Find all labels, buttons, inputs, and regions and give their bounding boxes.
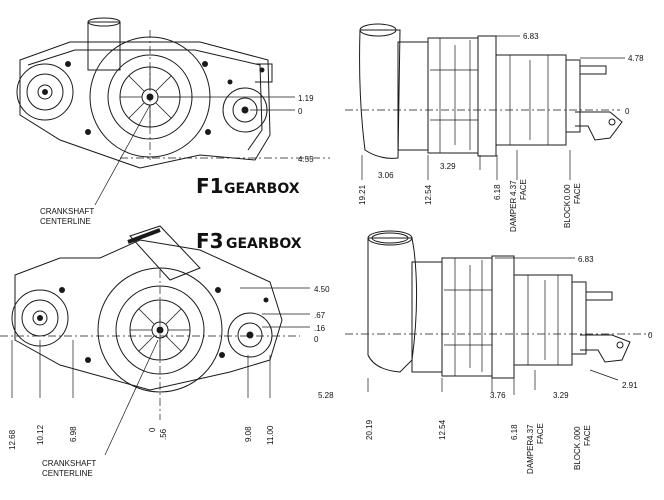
f3-side-dim-bottom-4: 3.76 bbox=[490, 391, 506, 400]
f3-front-dim-bottom-5: .56 bbox=[159, 428, 168, 440]
f1-damper-value: 4.37 bbox=[509, 180, 518, 196]
f1-damper-label-2: FACE bbox=[519, 179, 528, 200]
f3-side-dim-bottom-2: 20.19 bbox=[365, 419, 374, 440]
f3-block-label-1: BLOCK bbox=[573, 442, 582, 470]
f1-side-dim-top-3: 0 bbox=[625, 107, 630, 116]
f1-block-label-2: FACE bbox=[573, 183, 582, 204]
f3-front-dim-bottom-6: 9.08 bbox=[244, 426, 253, 442]
f1-front-dim-1: 1.19 bbox=[298, 94, 314, 103]
f3-front-dim-bottom-2: 10.12 bbox=[36, 424, 45, 445]
f1-side-dim-bottom-1: 19.21 bbox=[358, 184, 367, 205]
f1-title-word: GEARBOX bbox=[224, 181, 300, 197]
f1-crankshaft-label-1: CRANKSHAFT bbox=[40, 207, 94, 216]
f3-front-dim-right-2: .67 bbox=[314, 311, 326, 320]
f1-front-dim-3: 4.55 bbox=[298, 155, 314, 164]
f3-front-dim-bottom-1: 12.68 bbox=[8, 429, 17, 450]
f1-side-dim-bottom-4: 3.29 bbox=[440, 162, 456, 171]
f3-front-dim-right-4: 0 bbox=[314, 335, 319, 344]
f3-side-dim-bottom-6: 3.29 bbox=[553, 391, 569, 400]
f3-front-dim-bottom-4: 0 bbox=[148, 427, 157, 432]
f3-side-dim-bottom-7: 2.91 bbox=[622, 381, 638, 390]
f3-front-view bbox=[0, 225, 310, 456]
f3-front-dim-bottom-7: 11.00 bbox=[266, 425, 275, 445]
f3-front-dim-bottom-3: 6.98 bbox=[69, 426, 78, 442]
f1-front-view bbox=[16, 17, 330, 206]
f3-front-dim-right-1: 4.50 bbox=[314, 285, 330, 294]
f3-block-label-2: FACE bbox=[583, 425, 592, 446]
f1-side-dim-bottom-3: 12.54 bbox=[424, 184, 433, 205]
f1-title-code: F1 bbox=[196, 174, 224, 198]
f1-front-dim-2: 0 bbox=[298, 107, 303, 116]
f3-side-view bbox=[345, 230, 650, 395]
f3-title-word: GEARBOX bbox=[226, 236, 302, 252]
f1-block-label-1: BLOCK bbox=[563, 200, 572, 228]
f1-damper-label-1: DAMPER bbox=[509, 198, 518, 232]
f3-block-value: .000 bbox=[573, 426, 582, 442]
f3-side-dim-top-2: 0 bbox=[648, 331, 653, 340]
f3-crankshaft-label-2: CENTERLINE bbox=[42, 469, 93, 478]
f3-gearbox-title: F3 GEARBOX bbox=[196, 229, 302, 253]
f1-gearbox-title: F1 GEARBOX bbox=[196, 174, 300, 198]
f1-side-dim-bottom-2: 3.06 bbox=[378, 171, 394, 180]
f3-side-dim-bottom-1: 5.28 bbox=[318, 391, 334, 400]
f3-title-code: F3 bbox=[196, 229, 224, 253]
f1-side-dim-top-2: 4.78 bbox=[628, 54, 644, 63]
f1-side-view bbox=[345, 23, 625, 180]
f3-side-dim-top-1: 6.83 bbox=[578, 255, 594, 264]
f3-damper-value: 4.37 bbox=[526, 424, 535, 440]
f3-damper-label-1: DAMPER bbox=[526, 440, 535, 474]
f1-side-dim-top-1: 6.83 bbox=[523, 32, 539, 41]
f1-side-dim-bottom-5: 6.18 bbox=[493, 184, 502, 200]
f1-block-value: 0.00 bbox=[563, 184, 572, 200]
f3-damper-label-2: FACE bbox=[536, 423, 545, 444]
f3-side-dim-bottom-5: 6.18 bbox=[510, 424, 519, 440]
f1-crankshaft-label-2: CENTERLINE bbox=[40, 217, 91, 226]
f3-front-dim-right-3: .16 bbox=[314, 324, 326, 333]
f3-side-dim-bottom-3: 12.54 bbox=[438, 419, 447, 440]
f3-crankshaft-label-1: CRANKSHAFT bbox=[42, 459, 96, 468]
